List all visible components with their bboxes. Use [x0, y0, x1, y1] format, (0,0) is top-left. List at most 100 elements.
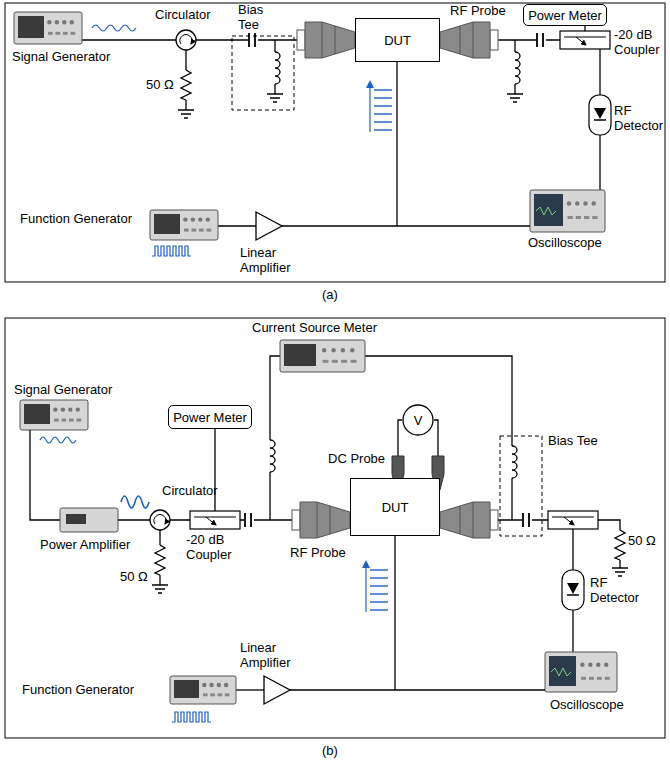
part-label: (b): [322, 744, 338, 759]
instrument-knob: [592, 201, 596, 205]
part-label: RF Probe: [290, 546, 346, 561]
part-label: Signal Generator: [14, 383, 112, 398]
part-label: RF Detector: [614, 104, 664, 134]
circulator-symbol: [176, 30, 196, 50]
instrument-button: [323, 360, 329, 363]
coupler-line: [194, 517, 236, 518]
resistor-symbol: [155, 545, 165, 575]
ground-symbol: [267, 94, 283, 102]
instrument-screen: [66, 514, 86, 524]
instrument-button: [206, 229, 211, 232]
wire: [514, 40, 515, 52]
instrument-knob: [583, 201, 587, 205]
coupler-body: [548, 511, 598, 529]
instrument-button: [191, 229, 196, 232]
instrument-knob: [61, 407, 65, 411]
instrument-body: [170, 676, 236, 704]
instrument-button: [76, 419, 81, 422]
amplifier-symbol: [264, 676, 290, 704]
instrument-screen: [174, 680, 199, 698]
part-label: 50 Ω: [628, 534, 656, 549]
ramp-arrow: [365, 562, 366, 612]
instrument-button: [54, 419, 59, 422]
pulse-level: [370, 609, 388, 610]
wire: [270, 356, 280, 440]
instrument-button: [184, 229, 189, 232]
wire: [274, 84, 275, 94]
instrument-knob: [580, 663, 584, 667]
instrument-box: Power Meter: [168, 405, 252, 429]
panel-frame: [5, 318, 665, 738]
inductor-symbol: [515, 52, 520, 84]
instrument-button: [61, 419, 66, 422]
instrument-knob: [76, 407, 80, 411]
circulator-arrow: [180, 35, 192, 44]
capacitor-symbol: [537, 33, 543, 47]
wire: [398, 420, 402, 456]
instrument-knob: [53, 407, 57, 411]
part-label: -20 dB Coupler: [186, 533, 241, 563]
instrument-knob: [198, 217, 202, 221]
detector-body: [589, 95, 611, 135]
coupler-body: [560, 31, 610, 49]
instrument-screen: [534, 194, 563, 226]
instrument-knob: [47, 20, 51, 24]
wire: [584, 26, 585, 31]
instrument-knob: [191, 217, 195, 221]
inductor-symbol: [512, 446, 517, 478]
instrument-knob: [567, 201, 571, 205]
probe-band: [322, 22, 335, 58]
circulator-arrow: [154, 515, 166, 524]
instrument-button: [70, 32, 75, 35]
diode-bar: [567, 594, 579, 596]
detector-body: [562, 570, 584, 610]
wire: [619, 560, 620, 568]
instrument-knob: [55, 20, 59, 24]
wire: [290, 689, 545, 690]
part-label: Function Generator: [20, 212, 132, 227]
coupler-body: [190, 511, 240, 529]
resistor-symbol: [615, 530, 625, 560]
wire: [396, 62, 397, 226]
sine-wave: [121, 496, 149, 508]
probe-band: [460, 502, 473, 538]
wire: [159, 575, 160, 585]
coupler-arrow: [576, 37, 586, 45]
instrument-body: [150, 210, 218, 240]
part-label: Linear Amplifier: [240, 641, 310, 671]
circle-outline: [403, 405, 433, 435]
bias-tee-outline: [500, 436, 542, 536]
pulse-level: [374, 89, 392, 90]
resistor-symbol: [181, 70, 191, 100]
probe-connector: [297, 30, 305, 50]
part-label: Signal Generator: [12, 50, 110, 65]
pulse-level: [374, 129, 392, 130]
part-label: RF Probe: [450, 4, 506, 19]
wire: [511, 478, 512, 520]
part-label: Power Amplifier: [40, 538, 130, 553]
diode-symbol: [594, 108, 606, 119]
probe-connector: [490, 510, 498, 530]
part-label: RF Detector: [590, 576, 645, 606]
wire: [434, 420, 438, 456]
pulse-level: [374, 105, 392, 106]
pulse-level: [370, 577, 388, 578]
instrument-box: DUT: [355, 18, 440, 62]
instrument-button: [332, 360, 338, 363]
wire: [282, 225, 530, 226]
instrument-button: [568, 216, 573, 219]
instrument-button: [351, 360, 357, 363]
ground-symbol: [507, 94, 523, 102]
wire: [185, 100, 186, 110]
instrument-button: [597, 677, 602, 680]
instrument-button: [48, 32, 53, 35]
instrument-button: [69, 419, 74, 422]
wire: [218, 225, 256, 226]
instrument-button: [225, 693, 230, 696]
node-text: DUT: [382, 500, 409, 515]
wire: [394, 536, 395, 690]
part-label: Circulator: [155, 8, 211, 23]
instrument-button: [203, 693, 208, 696]
